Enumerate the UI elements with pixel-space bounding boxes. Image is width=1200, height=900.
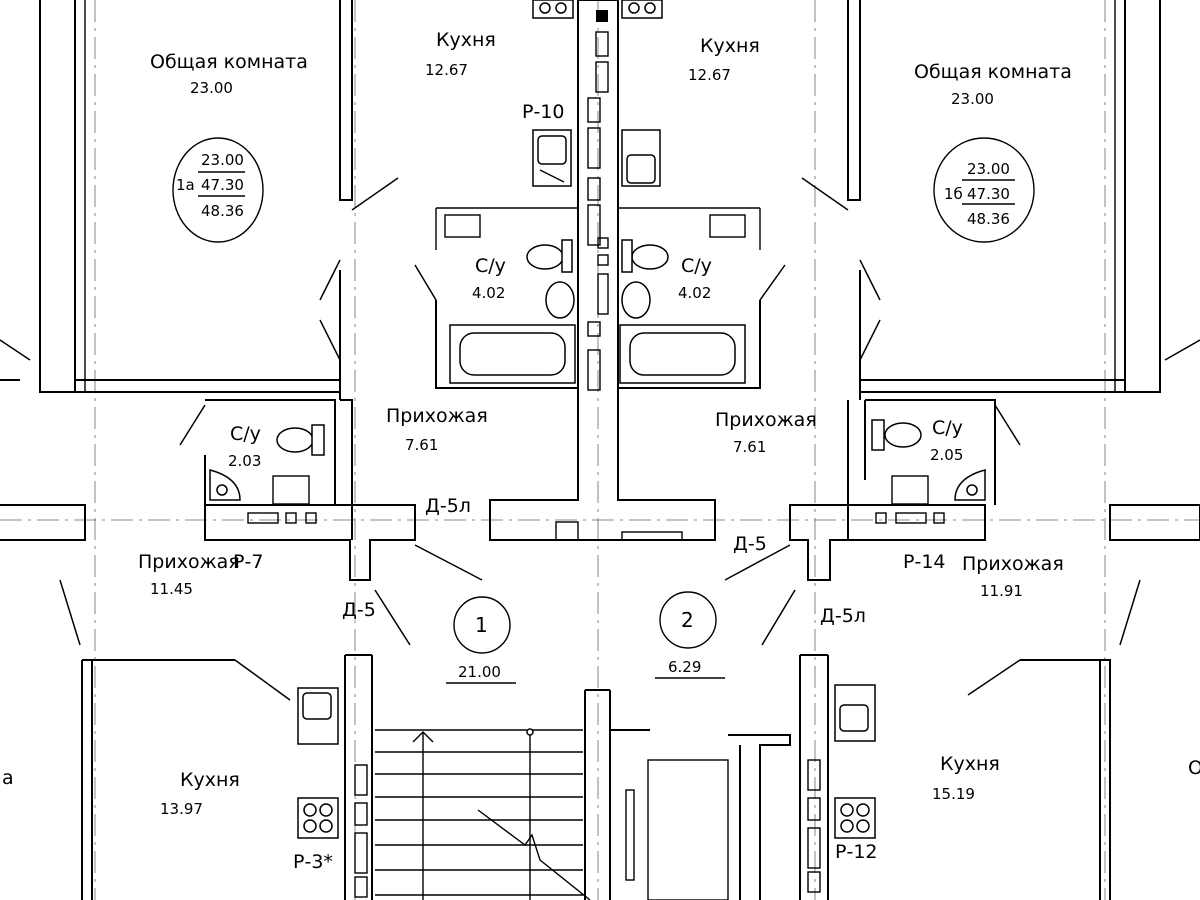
marker-number: 1 (475, 613, 488, 637)
stove-icon (297, 797, 339, 839)
toilet-icon (276, 424, 325, 456)
apartment-tag-left: 23.00 1а 47.30 48.36 (172, 137, 264, 243)
room-name: Кухня (436, 29, 496, 51)
stove-icon (834, 797, 876, 839)
corner-basin-icon (209, 469, 241, 501)
corridor-marker-2: 2 6.29 (655, 591, 725, 679)
room-name: а (2, 767, 14, 789)
bathtub-icon (449, 324, 576, 384)
room-name: С/у (230, 423, 261, 445)
equipment-marks: Р-10 Р-7 Р-14 Р-3* Р-12 Д-5л Д-5 Д-5 Д-5… (233, 101, 946, 873)
apartment-useful-area: 47.30 (967, 185, 1010, 203)
washbasin-icon (621, 281, 651, 319)
room-name: Прихожая (715, 409, 817, 431)
room-area: 7.61 (405, 436, 438, 454)
room-area: 2.05 (930, 446, 963, 464)
apartment-useful-area: 47.30 (201, 176, 244, 194)
door-mark: Д-5л (820, 605, 866, 627)
door-mark: Д-5 (733, 533, 767, 555)
room-area: 23.00 (190, 79, 233, 97)
room-name: О (1188, 757, 1200, 779)
sink-icon (621, 129, 661, 187)
room-name: Кухня (180, 769, 240, 791)
kitchen-sink-icon (532, 0, 574, 19)
room-name: С/у (932, 417, 963, 439)
room-name: Кухня (940, 753, 1000, 775)
toilet-icon (871, 419, 922, 451)
room-area: 23.00 (951, 90, 994, 108)
marker-area: 21.00 (458, 663, 501, 681)
room-area: 11.91 (980, 582, 1023, 600)
sink-icon (297, 687, 339, 745)
room-area: 2.03 (228, 452, 261, 470)
room-area: 12.67 (688, 66, 731, 84)
room-name: С/у (475, 255, 506, 277)
room-area: 13.97 (160, 800, 203, 818)
room-area: 4.02 (678, 284, 711, 302)
room-area: 11.45 (150, 580, 193, 598)
door-mark: Д-5 (342, 599, 376, 621)
apartment-living-area: 23.00 (967, 160, 1010, 178)
room-area: 15.19 (932, 785, 975, 803)
door-swings (0, 177, 1200, 701)
riser-mark: Р-14 (903, 551, 946, 573)
room-name: Общая комната (150, 51, 308, 73)
sink-icon (834, 684, 876, 742)
room-name: Прихожая (386, 405, 488, 427)
apartment-id: 1а (176, 176, 195, 194)
riser-mark: Р-3* (293, 851, 333, 873)
room-area: 7.61 (733, 438, 766, 456)
toilet-icon (621, 239, 669, 273)
room-name: Прихожая (138, 551, 240, 573)
bathtub-icon (619, 324, 746, 384)
riser-mark: Р-12 (835, 841, 878, 863)
riser-mark: Р-10 (522, 101, 565, 123)
marker-area: 6.29 (668, 658, 701, 676)
marker-number: 2 (681, 608, 694, 632)
toilet-icon (526, 239, 573, 273)
ventilation-ducts (247, 10, 945, 898)
room-name: Прихожая (962, 553, 1064, 575)
door-mark: Д-5л (425, 495, 471, 517)
corridor-marker-1: 1 21.00 (446, 596, 516, 684)
apartment-tag-right: 23.00 1б 47.30 48.36 (933, 137, 1035, 243)
sink-icon (532, 129, 572, 187)
apartment-total-area: 48.36 (201, 202, 244, 220)
room-labels: Общая комната 23.00 Общая комната 23.00 … (2, 29, 1200, 818)
room-name: С/у (681, 255, 712, 277)
apartment-id: 1б (944, 185, 963, 203)
staircase (375, 728, 591, 900)
room-name: Кухня (700, 35, 760, 57)
apartment-living-area: 23.00 (201, 151, 244, 169)
apartment-total-area: 48.36 (967, 210, 1010, 228)
kitchen-sink-icon (621, 0, 663, 19)
room-name: Общая комната (914, 61, 1072, 83)
corner-basin-icon (954, 469, 986, 501)
room-area: 4.02 (472, 284, 505, 302)
riser-mark: Р-7 (233, 551, 263, 573)
sanitary-fixtures (209, 0, 986, 839)
washbasin-icon (545, 281, 575, 319)
room-area: 12.67 (425, 61, 468, 79)
